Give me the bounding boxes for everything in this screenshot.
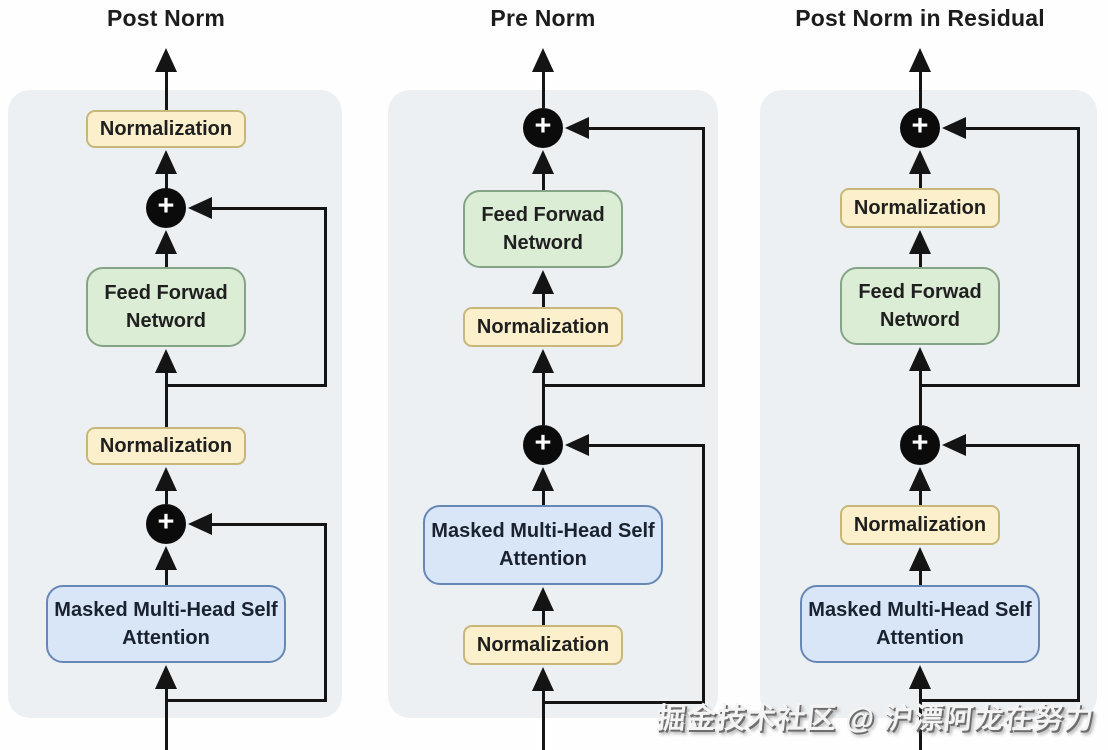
connector-line	[164, 371, 168, 427]
connector-line	[589, 126, 705, 130]
connector-line	[541, 609, 545, 625]
connector-line	[212, 522, 327, 526]
connector-line	[543, 383, 705, 387]
connector-line	[920, 383, 1080, 387]
connector-line	[918, 70, 922, 108]
arrowhead-up-icon	[909, 467, 931, 491]
arrowhead-up-icon	[532, 270, 554, 294]
arrowhead-up-icon	[909, 547, 931, 571]
connector-line	[701, 443, 705, 704]
connector-line	[918, 172, 922, 188]
plus-icon: +	[157, 190, 175, 222]
connector-line	[701, 126, 705, 387]
add-circle: +	[900, 108, 940, 148]
normalization-box: Normalization	[463, 307, 623, 347]
connector-line	[543, 700, 705, 704]
arrowhead-up-icon	[909, 347, 931, 371]
column-title-post-norm: Post Norm	[106, 5, 226, 31]
arrowhead-up-icon	[155, 48, 177, 72]
arrowhead-up-icon	[909, 150, 931, 174]
arrowhead-up-icon	[532, 48, 554, 72]
connector-line	[920, 698, 1080, 702]
add-circle: +	[900, 425, 940, 465]
arrowhead-up-icon	[155, 546, 177, 570]
connector-line	[541, 172, 545, 190]
connector-line	[918, 369, 922, 425]
feed-forward-box: Feed Forwad Netword	[463, 190, 623, 268]
arrowhead-up-icon	[532, 467, 554, 491]
connector-line	[1076, 126, 1080, 387]
arrowhead-left-icon	[942, 117, 966, 139]
arrowhead-up-icon	[155, 150, 177, 174]
plus-icon: +	[534, 110, 552, 142]
connector-line	[541, 689, 545, 750]
arrowhead-up-icon	[532, 667, 554, 691]
connector-line	[964, 126, 1080, 130]
add-circle: +	[146, 504, 186, 544]
feed-forward-box: Feed Forwad Netword	[86, 267, 246, 347]
feed-forward-box: Feed Forwad Netword	[840, 267, 1000, 345]
connector-line	[323, 206, 327, 387]
plus-icon: +	[911, 110, 929, 142]
connector-line	[1076, 443, 1080, 702]
normalization-box: Normalization	[463, 625, 623, 665]
connector-line	[164, 250, 168, 267]
arrowhead-left-icon	[188, 197, 212, 219]
connector-line	[918, 250, 922, 267]
attention-box: Masked Multi-Head Self Attention	[800, 585, 1040, 663]
connector-line	[541, 371, 545, 425]
normalization-box: Normalization	[86, 427, 246, 465]
add-circle: +	[523, 108, 563, 148]
normalization-box: Normalization	[86, 110, 246, 148]
arrowhead-up-icon	[155, 467, 177, 491]
connector-line	[918, 489, 922, 505]
plus-icon: +	[911, 427, 929, 459]
connector-line	[164, 70, 168, 110]
arrowhead-left-icon	[188, 513, 212, 535]
arrowhead-left-icon	[942, 434, 966, 456]
connector-line	[323, 522, 327, 702]
connector-line	[164, 489, 168, 504]
column-title-post-norm-in-residual: Post Norm in Residual	[795, 5, 1045, 31]
arrowhead-up-icon	[532, 150, 554, 174]
add-circle: +	[146, 188, 186, 228]
connector-line	[166, 698, 327, 702]
connector-line	[212, 206, 327, 210]
connector-line	[166, 383, 327, 387]
arrowhead-up-icon	[532, 349, 554, 373]
arrowhead-up-icon	[155, 349, 177, 373]
column-title-pre-norm: Pre Norm	[490, 5, 596, 31]
connector-line	[541, 489, 545, 505]
normalization-box: Normalization	[840, 505, 1000, 545]
connector-line	[964, 443, 1080, 447]
watermark-text: 掘金技术社区 @ 沪漂阿龙在努力	[654, 703, 1096, 735]
connector-line	[164, 568, 168, 585]
arrowhead-up-icon	[155, 665, 177, 689]
attention-box: Masked Multi-Head Self Attention	[423, 505, 663, 585]
arrowhead-up-icon	[909, 48, 931, 72]
connector-line	[918, 687, 922, 750]
connector-line	[541, 292, 545, 307]
arrowhead-up-icon	[909, 230, 931, 254]
arrowhead-left-icon	[565, 117, 589, 139]
arrowhead-up-icon	[909, 665, 931, 689]
connector-line	[541, 70, 545, 108]
add-circle: +	[523, 425, 563, 465]
connector-line	[918, 567, 922, 585]
plus-icon: +	[157, 506, 175, 538]
arrowhead-up-icon	[155, 230, 177, 254]
attention-box: Masked Multi-Head Self Attention	[46, 585, 286, 663]
arrowhead-up-icon	[532, 587, 554, 611]
plus-icon: +	[534, 427, 552, 459]
connector-line	[589, 443, 705, 447]
connector-line	[164, 687, 168, 750]
normalization-box: Normalization	[840, 188, 1000, 228]
connector-line	[164, 170, 168, 190]
arrowhead-left-icon	[565, 434, 589, 456]
